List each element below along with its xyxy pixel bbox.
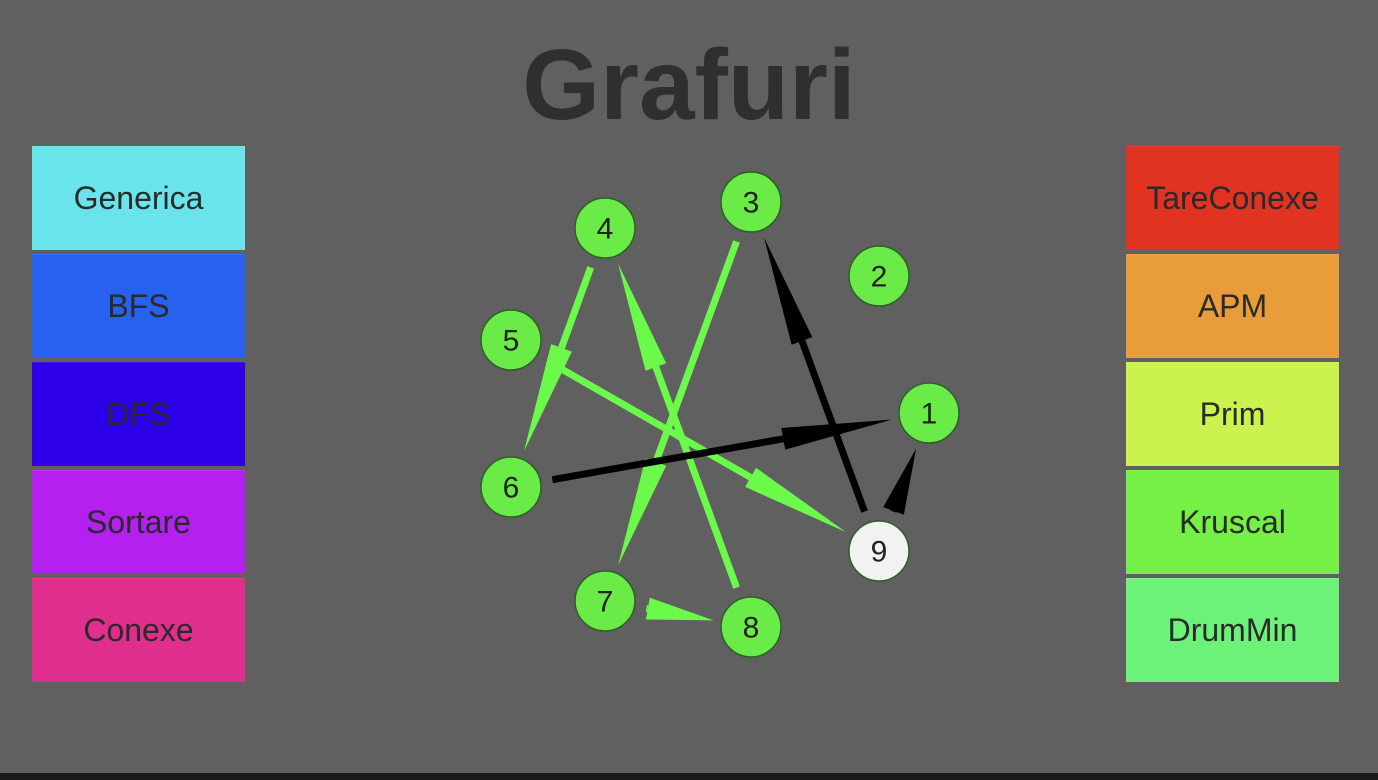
edge-arrowhead (618, 263, 667, 371)
node-circle (720, 596, 782, 658)
node-circle (848, 245, 910, 307)
edge-arrowhead (764, 237, 813, 345)
edge-line (798, 339, 868, 513)
node-circle (720, 171, 782, 233)
node-label: 9 (871, 536, 888, 569)
node-circle (848, 520, 910, 582)
bfs-button[interactable]: BFS (32, 254, 245, 358)
node-circle (574, 197, 636, 259)
edge-arrowhead (618, 458, 667, 566)
node-label: 5 (503, 325, 520, 358)
kruscal-button[interactable]: Kruscal (1126, 470, 1339, 574)
edge-7-8 (645, 597, 714, 621)
page-title: Grafuri (522, 29, 856, 141)
node-circle (898, 382, 960, 444)
graph-node-8[interactable]: 8 (720, 596, 782, 658)
graph-nodes: 1 2 3 4 5 6 7 8 9 (480, 171, 960, 658)
dfs-button[interactable]: DFS (32, 362, 245, 466)
edge-line (551, 435, 784, 484)
node-circle (480, 456, 542, 518)
edge-arrowhead (645, 597, 714, 621)
edge-arrowhead (745, 467, 847, 533)
node-circle (480, 309, 542, 371)
node-label: 4 (597, 213, 614, 246)
graph-node-1[interactable]: 1 (898, 382, 960, 444)
edge-9-1 (883, 448, 917, 515)
generica-button[interactable]: Generica (32, 146, 245, 250)
graph-edges (523, 237, 917, 621)
graph-node-4[interactable]: 4 (574, 197, 636, 259)
node-label: 2 (871, 261, 888, 294)
graph-node-5[interactable]: 5 (480, 309, 542, 371)
node-label: 6 (503, 472, 520, 505)
edge-line (545, 357, 753, 481)
edge-line (652, 240, 740, 464)
edge-5-9 (545, 357, 847, 533)
graph-node-2[interactable]: 2 (848, 245, 910, 307)
edge-arrowhead (883, 448, 917, 515)
tareconexe-button[interactable]: TareConexe (1126, 146, 1339, 250)
prim-button[interactable]: Prim (1126, 362, 1339, 466)
node-circle (574, 570, 636, 632)
edge-3-7 (618, 240, 740, 566)
edge-line (652, 365, 740, 589)
graph-node-6[interactable]: 6 (480, 456, 542, 518)
apm-button[interactable]: APM (1126, 254, 1339, 358)
node-label: 8 (743, 612, 760, 645)
node-label: 1 (921, 398, 938, 431)
node-label: 7 (597, 586, 614, 619)
graph-node-3[interactable]: 3 (720, 171, 782, 233)
edge-8-4 (618, 263, 740, 589)
drummin-button[interactable]: DrumMin (1126, 578, 1339, 682)
node-label: 3 (743, 187, 760, 220)
sortare-button[interactable]: Sortare (32, 470, 245, 574)
conexe-button[interactable]: Conexe (32, 578, 245, 682)
edge-line (558, 266, 594, 350)
graph-node-7[interactable]: 7 (574, 570, 636, 632)
graph-node-9[interactable]: 9 (848, 520, 910, 582)
edge-9-3 (764, 237, 868, 513)
